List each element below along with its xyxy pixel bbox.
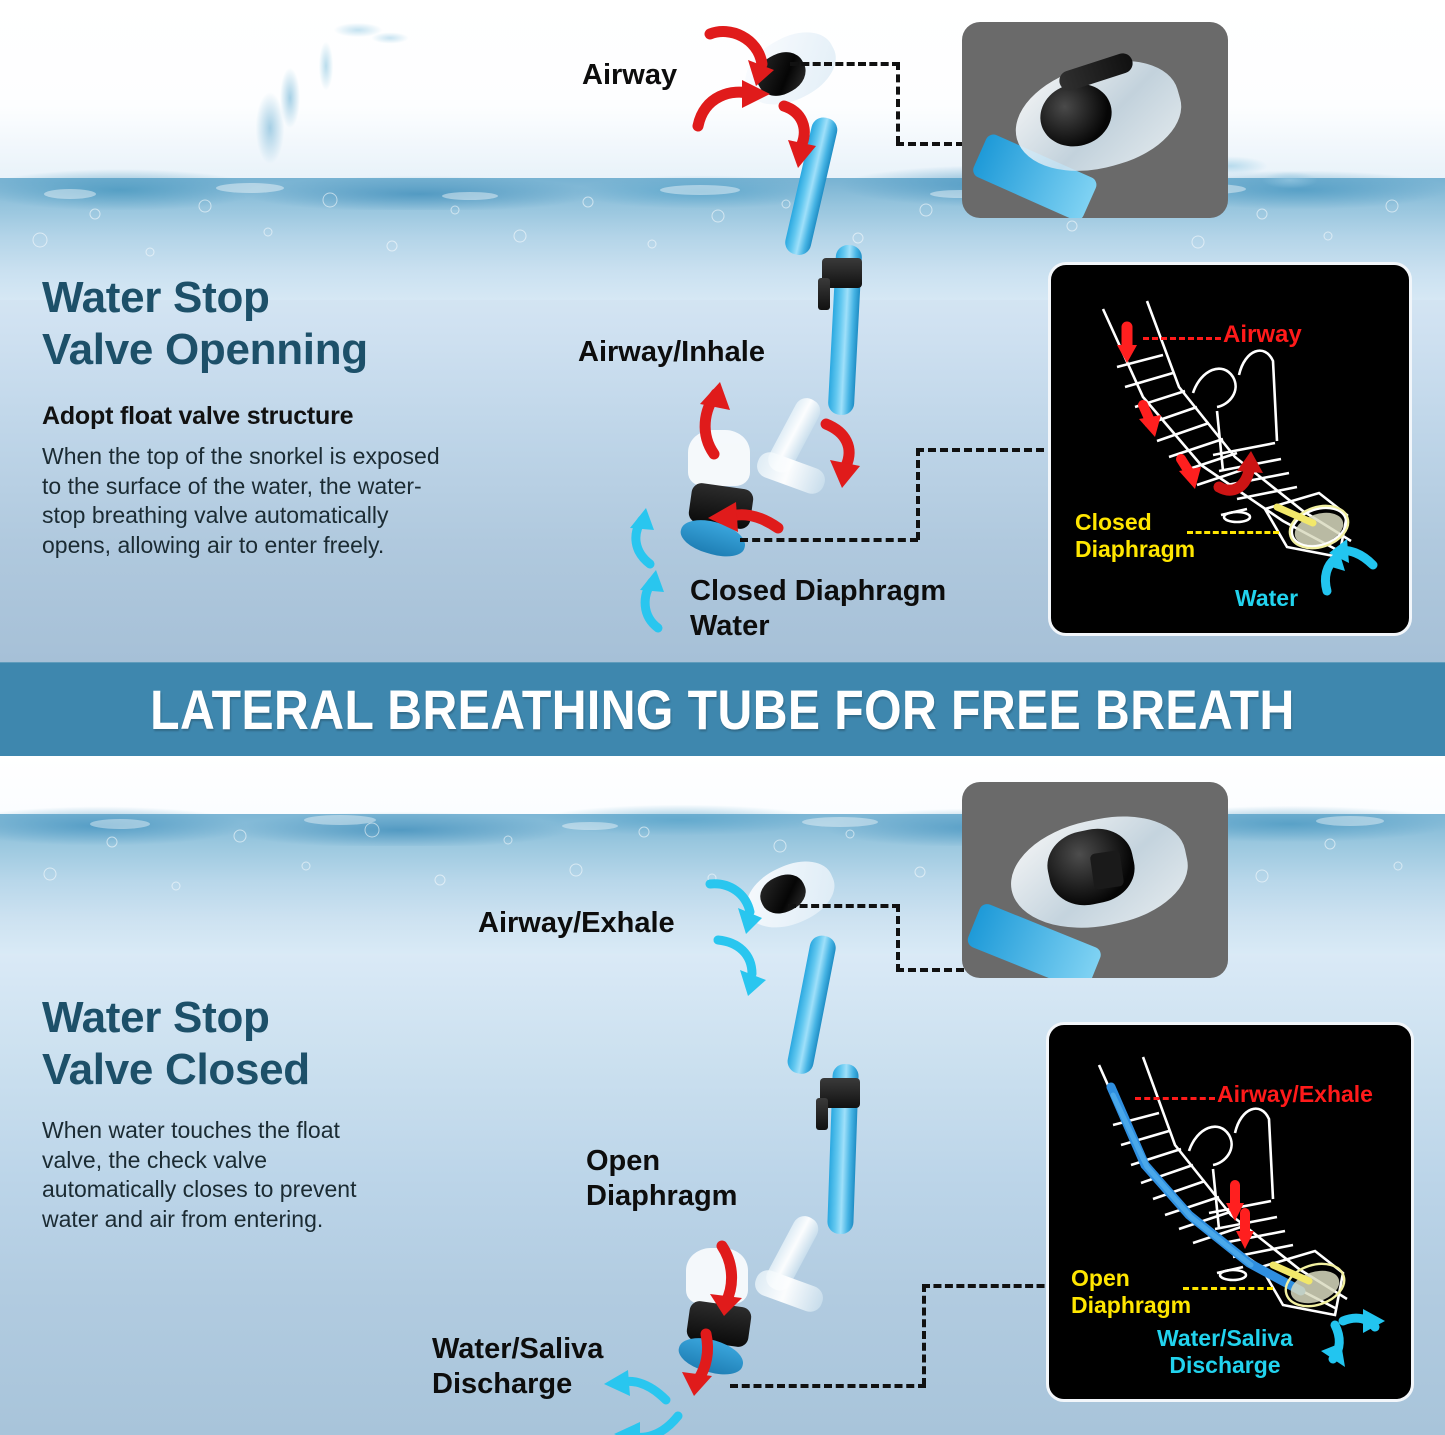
snorkel-illustration-closed	[660, 849, 980, 1426]
connector-top-mouth-v	[916, 448, 920, 540]
connector-top-valve-h1	[790, 62, 900, 66]
arrow-inhale-intomouth-red	[700, 498, 786, 544]
snorkel-mouthpiece	[688, 430, 750, 486]
arrow-discharge-cyan-1	[600, 1366, 672, 1412]
callout-closed-diaphragm-water: Closed Diaphragm Water	[690, 575, 947, 642]
snorkel-mouthpiece-2	[686, 1248, 748, 1304]
bottom-heading-line2: Valve Closed	[42, 1045, 310, 1094]
connector-bottom-mouth-h2	[922, 1284, 1056, 1288]
callout-water-saliva-discharge: Water/Saliva Discharge	[432, 1333, 604, 1400]
inset-dash-diaphragm	[1187, 531, 1279, 534]
bottom-body-text: When water touches the float valve, the …	[42, 1117, 357, 1232]
connector-bottom-valve-h1	[788, 904, 900, 908]
snorkel-illustration-open	[660, 19, 980, 610]
connector-top-mouth-h2	[916, 448, 1056, 452]
arrow-water-up-cyan-2	[634, 568, 682, 633]
top-heading-line2: Valve Openning	[42, 325, 368, 374]
callout-airway-exhale: Airway/Exhale	[478, 907, 675, 939]
water-splash-left	[230, 8, 430, 183]
inset-label-airway: Airway	[1223, 321, 1302, 348]
top-heading: Water Stop Valve Openning	[42, 272, 368, 376]
water-crest-bottom	[0, 790, 1445, 846]
arrow-water-up-cyan-1	[624, 506, 672, 569]
arrow-inhale-downflex-red	[812, 418, 872, 492]
connector-bottom-valve-h2	[896, 968, 976, 972]
snorkel-tube-upper-2	[785, 933, 838, 1076]
connector-bottom-valve-v	[896, 904, 900, 972]
connector-bottom-mouth-h1	[730, 1384, 926, 1388]
callout-open-diaphragm: Open Diaphragm	[586, 1145, 738, 1212]
black-inset-diagram	[1101, 300, 1378, 596]
banner: LATERAL BREATHING TUBE FOR FREE BREATH	[0, 662, 1445, 756]
arrow-airway-downtube-red	[772, 100, 828, 172]
black-inset-open-diaphragm: Airway/Exhale Open Diaphragm Water/Saliv…	[1046, 1022, 1414, 1402]
bottom-heading-line1: Water Stop	[42, 993, 270, 1042]
inset-dash-airway-exhale	[1135, 1097, 1215, 1100]
banner-text: LATERAL BREATHING TUBE FOR FREE BREATH	[150, 677, 1295, 741]
black-inset-diagram-2	[1097, 1056, 1385, 1367]
top-body-text: When the top of the snorkel is exposed t…	[42, 443, 440, 558]
inset-bottom-valve-seal	[1089, 850, 1125, 890]
connector-top-mouth-h1	[740, 538, 918, 542]
arrow-discharge-cyan-2	[610, 1406, 684, 1435]
inset-label-open-diaphragm: Open Diaphragm	[1071, 1265, 1192, 1318]
inset-dash-airway	[1143, 337, 1221, 340]
arrow-airway-into-valve-red	[690, 78, 776, 134]
gray-inset-valve-closed	[962, 782, 1228, 978]
connector-top-valve-h2	[896, 142, 976, 146]
connector-top-valve-v	[896, 62, 900, 144]
arrow-exhale-out-cyan-2	[710, 934, 772, 1000]
inset-label-water-saliva-discharge: Water/Saliva Discharge	[1157, 1325, 1293, 1378]
callout-airway-inhale: Airway/Inhale	[578, 336, 765, 368]
callout-airway: Airway	[582, 59, 678, 91]
arrow-exhale-into-mouth-red	[700, 1240, 758, 1318]
top-heading-line1: Water Stop	[42, 273, 270, 322]
arrow-exhale-out-cyan-1	[702, 876, 768, 938]
inset-label-airway-exhale: Airway/Exhale	[1217, 1081, 1373, 1107]
bottom-heading: Water Stop Valve Closed	[42, 992, 310, 1096]
connector-bottom-mouth-v	[922, 1284, 926, 1386]
bottom-section-panel: Water Stop Valve Closed When water touch…	[0, 756, 1445, 1435]
inset-label-water: Water	[1235, 585, 1299, 611]
black-inset-closed-diaphragm: Airway Closed Diaphragm Water	[1048, 262, 1412, 636]
gray-inset-valve-open	[962, 22, 1228, 218]
arrow-inhale-up-red	[686, 382, 744, 460]
snorkel-strap-loop	[818, 278, 830, 310]
arrow-discharge-down-red	[676, 1328, 732, 1400]
top-section-panel: Water Stop Valve Openning Adopt float va…	[0, 0, 1445, 662]
inset-dash-open-diaphragm	[1183, 1287, 1273, 1290]
arrow-airway-down-red	[700, 24, 780, 94]
top-subheading: Adopt float valve structure	[42, 402, 354, 430]
inset-label-closed-diaphragm: Closed Diaphragm	[1075, 509, 1196, 562]
snorkel-strap-loop-2	[816, 1098, 828, 1130]
